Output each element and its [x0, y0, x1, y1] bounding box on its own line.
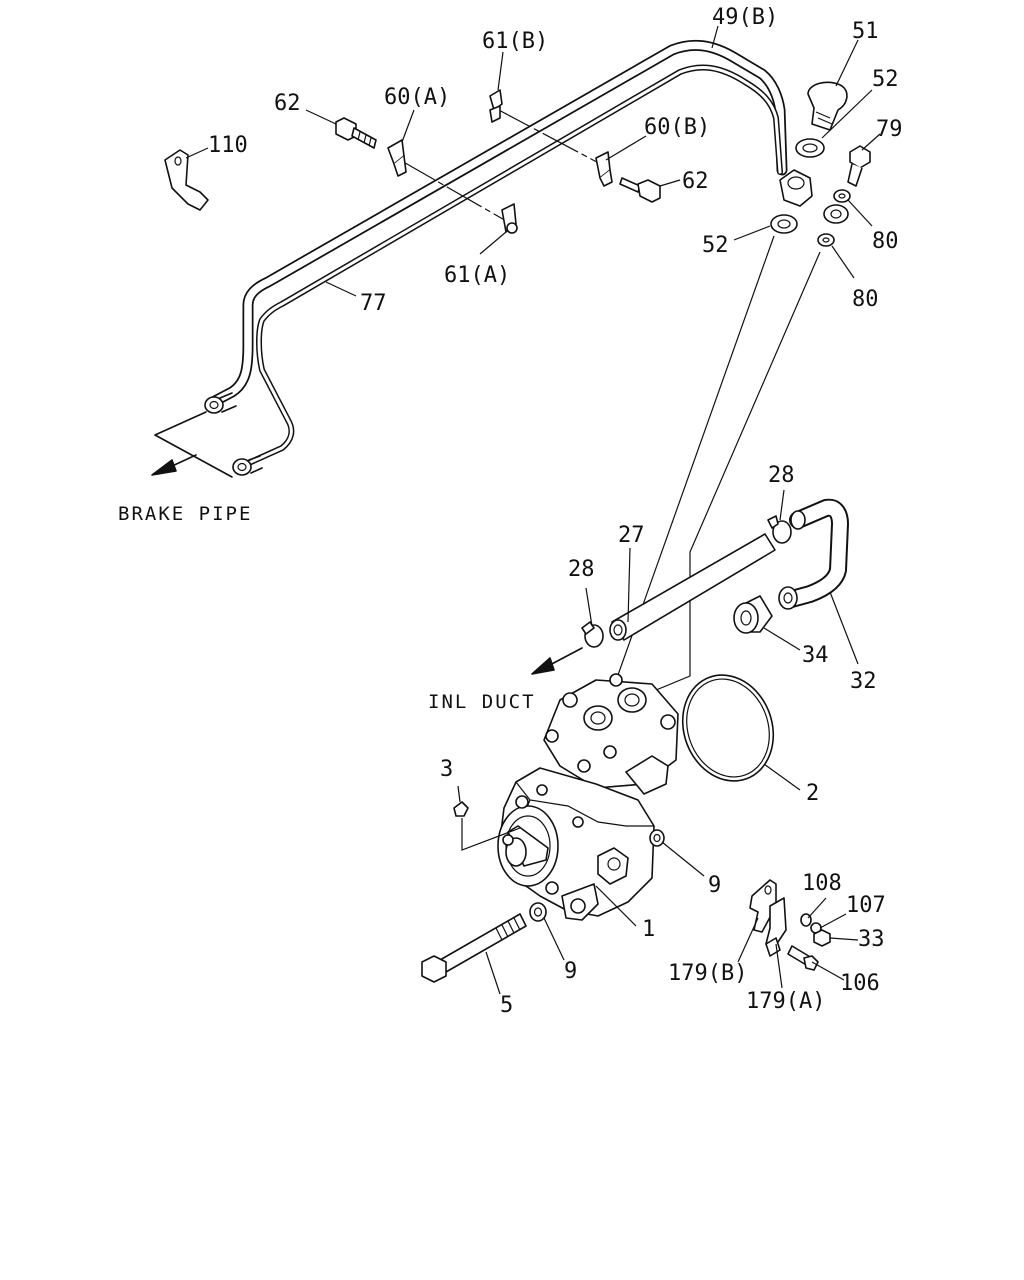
bolt-106 [787, 945, 819, 971]
clip-centerline-a [399, 159, 509, 223]
callout-52-upper: 52 [872, 67, 899, 92]
bolt-5 [421, 913, 527, 983]
callout-51: 51 [852, 19, 879, 44]
bolt-79 [847, 145, 871, 187]
callout-108: 108 [802, 871, 842, 896]
clamp-28-lower [581, 621, 604, 648]
callout-52-lower: 52 [702, 233, 729, 258]
callout-62-left: 62 [274, 91, 301, 116]
inl-duct-arrow [531, 647, 583, 675]
clamp-28-upper [767, 515, 792, 544]
eye-joint [779, 169, 813, 207]
washer-9-lower [529, 902, 547, 922]
supply-pump [497, 673, 679, 921]
brake-pipe-assembly [151, 39, 788, 478]
callout-9-lower: 9 [564, 959, 577, 984]
callout-110: 110 [208, 133, 248, 158]
callout-179a: 179(A) [746, 989, 825, 1014]
callout-60a: 60(A) [384, 85, 450, 110]
callout-27: 27 [618, 523, 645, 548]
note-inl-duct: INL DUCT [428, 691, 536, 713]
nut-33 [813, 929, 831, 947]
bracket-179b [749, 879, 777, 933]
callout-33: 33 [858, 927, 885, 952]
callout-61a: 61(A) [444, 263, 510, 288]
callout-32: 32 [850, 669, 877, 694]
washer-80-lower [817, 233, 835, 247]
callout-80-upper: 80 [872, 229, 899, 254]
callout-62-right: 62 [682, 169, 709, 194]
callout-61b: 61(B) [482, 29, 548, 54]
washer-52-upper [795, 138, 825, 158]
callout-179b: 179(B) [668, 961, 747, 986]
callout-5: 5 [500, 993, 513, 1018]
brake-pipe-leader [154, 411, 233, 478]
o-ring-2 [681, 674, 775, 782]
callout-28-upper: 28 [768, 463, 795, 488]
brake-pipe-end-upper [204, 392, 237, 414]
hose-32 [778, 498, 849, 610]
callout-79: 79 [876, 117, 903, 142]
bolt-62-right [619, 177, 661, 203]
callout-77: 77 [360, 291, 387, 316]
callout-106: 106 [840, 971, 880, 996]
clip-centerline-b [494, 107, 609, 169]
washer-52-lower [770, 214, 798, 234]
hose-27 [609, 533, 776, 641]
callout-2: 2 [806, 781, 819, 806]
brake-pipe-arrow [151, 454, 197, 476]
sleeve-34 [733, 595, 773, 634]
callout-80-lower: 80 [852, 287, 879, 312]
brake-pipe-end-lower [232, 455, 263, 476]
note-brake-pipe: BRAKE PIPE [118, 503, 252, 525]
callout-28-lower: 28 [568, 557, 595, 582]
pin-3-leader [461, 818, 521, 851]
callout-49b: 49(B) [712, 5, 778, 30]
clip-61a [501, 203, 518, 234]
clip-61b [489, 89, 503, 123]
bolt-51 [807, 81, 848, 131]
washer-9-right [649, 829, 665, 847]
alignment-line-left [601, 235, 775, 721]
callout-9-right: 9 [708, 873, 721, 898]
callout-60b: 60(B) [644, 115, 710, 140]
leader-lines [185, 25, 881, 995]
callout-1: 1 [642, 917, 655, 942]
alignment-line-right [631, 251, 821, 701]
bracket-110 [164, 149, 209, 211]
callout-34: 34 [802, 643, 829, 668]
pin-3 [453, 801, 469, 817]
nut-80-spacer [823, 204, 849, 224]
clip-60b [595, 151, 613, 187]
callout-107: 107 [846, 893, 886, 918]
bolt-62-left [335, 117, 377, 149]
callout-3: 3 [440, 757, 453, 782]
clip-60a [387, 139, 407, 177]
washer-80-upper [833, 189, 851, 203]
